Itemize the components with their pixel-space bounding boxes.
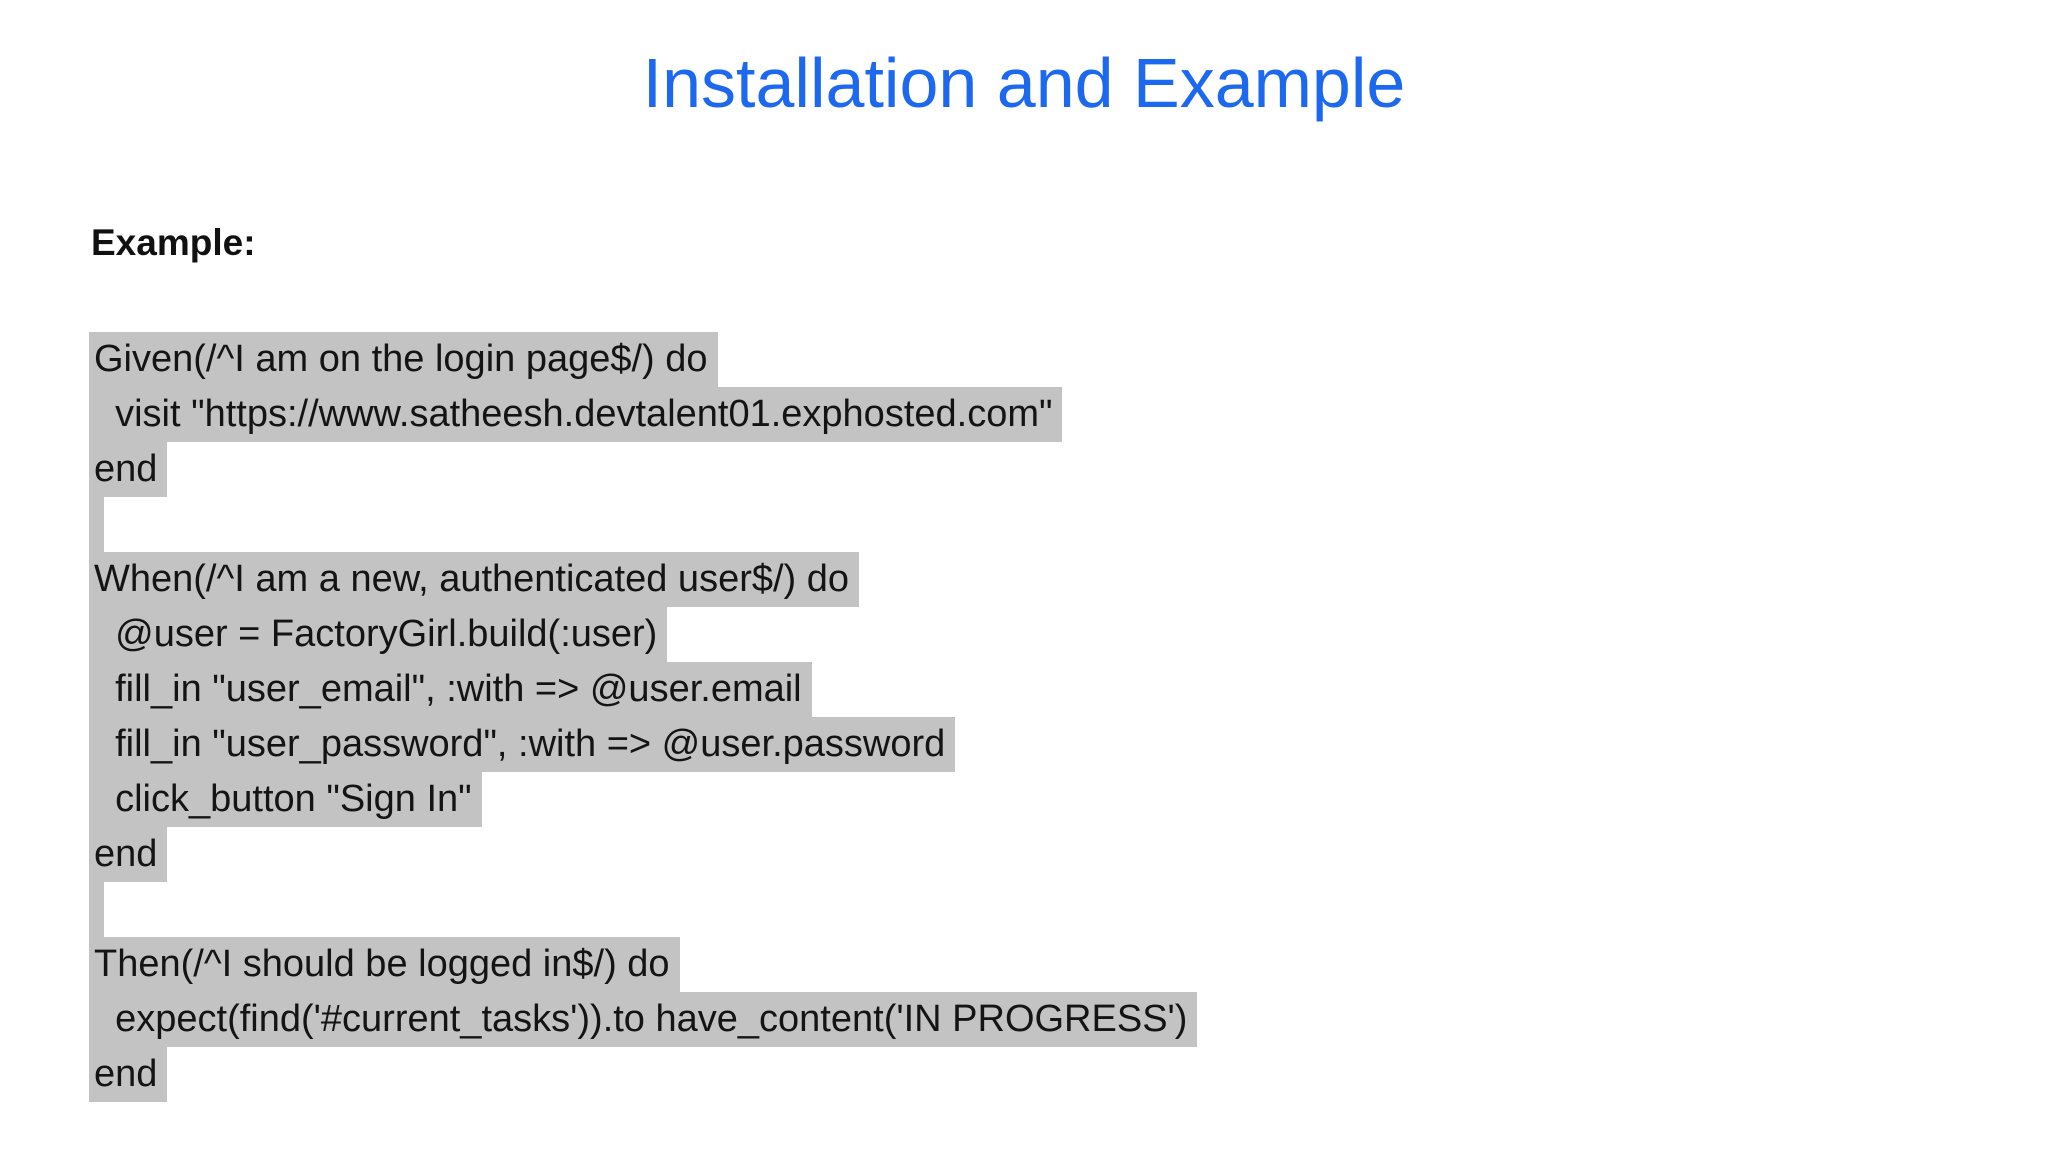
code-line: expect(find('#current_tasks')).to have_c… — [89, 992, 1198, 1047]
highlighted-code-text: end — [89, 442, 168, 497]
code-line: fill_in "user_email", :with => @user.ema… — [89, 662, 1197, 717]
code-line: Given(/^I am on the login page$/) do — [89, 332, 1197, 387]
code-blank-line — [89, 497, 1197, 552]
highlighted-code-text: click_button "Sign In" — [89, 772, 482, 827]
highlighted-code-text: end — [89, 827, 168, 882]
code-block: Given(/^I am on the login page$/) do vis… — [89, 332, 1198, 1102]
highlighted-code-text: @user = FactoryGirl.build(:user) — [89, 607, 668, 662]
code-line: @user = FactoryGirl.build(:user) — [89, 607, 1197, 662]
code-line: click_button "Sign In" — [89, 772, 1197, 827]
highlighted-code-text: fill_in "user_password", :with => @user.… — [89, 717, 956, 772]
highlighted-code-text: fill_in "user_email", :with => @user.ema… — [89, 662, 812, 717]
code-blank-line — [89, 882, 1197, 937]
highlight-strip — [89, 497, 104, 552]
highlighted-code-text: When(/^I am a new, authenticated user$/)… — [89, 552, 860, 607]
highlight-strip — [89, 882, 104, 937]
highlighted-code-text: end — [89, 1047, 168, 1102]
highlighted-code-text: Then(/^I should be logged in$/) do — [89, 937, 680, 992]
code-line: end — [89, 1047, 1197, 1102]
code-line: fill_in "user_password", :with => @user.… — [89, 717, 1197, 772]
highlighted-code-text: expect(find('#current_tasks')).to have_c… — [89, 992, 1198, 1047]
code-line: visit "https://www.satheesh.devtalent01.… — [89, 387, 1197, 442]
slide-title: Installation and Example — [642, 44, 1406, 122]
code-line: Then(/^I should be logged in$/) do — [89, 937, 1197, 992]
highlighted-code-text: Given(/^I am on the login page$/) do — [89, 332, 718, 387]
code-line: end — [89, 827, 1197, 882]
example-heading: Example: — [91, 222, 256, 263]
code-line: end — [89, 442, 1197, 497]
code-line: When(/^I am a new, authenticated user$/)… — [89, 552, 1197, 607]
highlighted-code-text: visit "https://www.satheesh.devtalent01.… — [89, 387, 1063, 442]
